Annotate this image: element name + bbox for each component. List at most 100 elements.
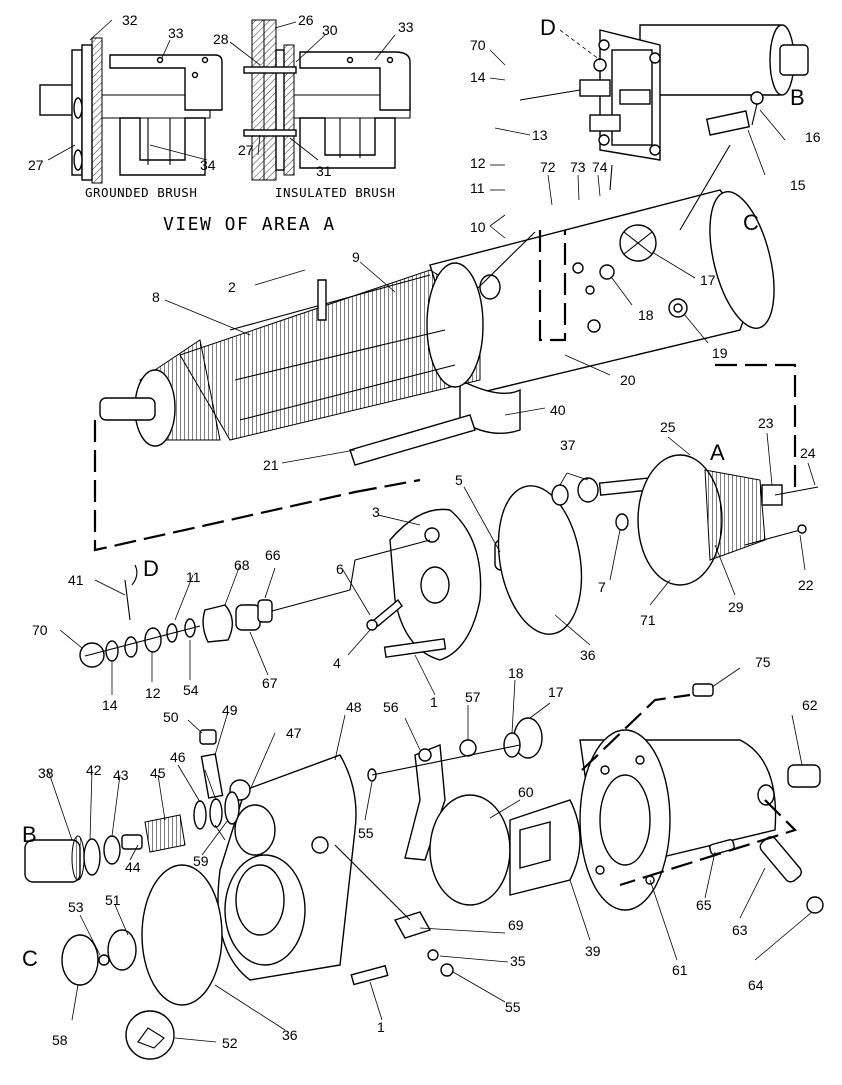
callout-64: 64 bbox=[748, 977, 764, 993]
callout-75: 75 bbox=[755, 654, 771, 670]
callout-45: 45 bbox=[150, 765, 166, 781]
callout-39: 39 bbox=[585, 943, 601, 959]
callout-31: 31 bbox=[316, 163, 332, 179]
grounded-brush-caption: GROUNDED BRUSH bbox=[85, 185, 197, 200]
callout-70-top: 70 bbox=[470, 37, 486, 53]
callout-67: 67 bbox=[262, 675, 278, 691]
callout-36-top: 36 bbox=[580, 647, 596, 663]
callout-71: 71 bbox=[640, 612, 656, 628]
callout-47: 47 bbox=[286, 725, 302, 741]
area-letter-d-top: D bbox=[540, 15, 556, 40]
callout-66: 66 bbox=[265, 547, 281, 563]
callout-29: 29 bbox=[728, 599, 744, 615]
callout-20: 20 bbox=[620, 372, 636, 388]
callout-35: 35 bbox=[510, 953, 526, 969]
area-letter-b-top: B bbox=[790, 85, 805, 110]
callout-numbers: 32 33 27 34 26 28 30 33 27 31 70 14 13 1… bbox=[28, 12, 821, 1051]
callout-53: 53 bbox=[68, 899, 84, 915]
callout-14: 14 bbox=[102, 697, 118, 713]
callout-65: 65 bbox=[696, 897, 712, 913]
callout-48: 48 bbox=[346, 699, 362, 715]
callout-60: 60 bbox=[518, 784, 534, 800]
insulated-brush-caption: INSULATED BRUSH bbox=[275, 185, 395, 200]
callout-56: 56 bbox=[383, 699, 399, 715]
area-letter-a: A bbox=[710, 440, 725, 465]
callout-25: 25 bbox=[660, 419, 676, 435]
callout-1: 1 bbox=[377, 1019, 385, 1035]
callout-44: 44 bbox=[125, 859, 141, 875]
insulated-brush-view bbox=[243, 19, 411, 181]
callout-5: 5 bbox=[455, 472, 463, 488]
callout-62: 62 bbox=[802, 697, 818, 713]
callout-24: 24 bbox=[800, 445, 816, 461]
callout-61: 61 bbox=[672, 962, 688, 978]
callout-16: 16 bbox=[805, 129, 821, 145]
callout-55: 55 bbox=[505, 999, 521, 1015]
callout-27: 27 bbox=[28, 157, 44, 173]
area-letter-b-left: B bbox=[22, 822, 37, 847]
callout-54: 54 bbox=[183, 682, 199, 698]
armature-assembly bbox=[99, 262, 484, 447]
view-title: VIEW OF AREA A bbox=[163, 214, 336, 235]
callout-1-top: 1 bbox=[430, 694, 438, 710]
callout-46: 46 bbox=[170, 749, 186, 765]
callout-21: 21 bbox=[263, 457, 279, 473]
callout-51: 51 bbox=[105, 892, 121, 908]
field-frame-housing bbox=[429, 189, 775, 435]
clutch-assembly bbox=[24, 791, 240, 883]
callout-37: 37 bbox=[560, 437, 576, 453]
callout-40: 40 bbox=[550, 402, 566, 418]
callout-6: 6 bbox=[336, 561, 344, 577]
callout-13: 13 bbox=[532, 127, 548, 143]
callout-68: 68 bbox=[234, 557, 250, 573]
callout-63: 63 bbox=[732, 922, 748, 938]
lever-and-shaft bbox=[334, 717, 581, 986]
callout-50: 50 bbox=[163, 709, 179, 725]
callout-70: 70 bbox=[32, 622, 48, 638]
callout-9: 9 bbox=[352, 249, 360, 265]
solenoid-assembly bbox=[519, 24, 809, 161]
callout-27b: 27 bbox=[238, 142, 254, 158]
drive-end-parts bbox=[61, 864, 223, 1060]
callout-7: 7 bbox=[598, 579, 606, 595]
end-plate-row bbox=[389, 454, 819, 661]
area-letter-d-left: D bbox=[143, 556, 159, 581]
callout-18-top: 18 bbox=[638, 307, 654, 323]
callout-59: 59 bbox=[193, 853, 209, 869]
terminal-stack bbox=[79, 539, 447, 668]
callout-12: 12 bbox=[145, 685, 161, 701]
callout-11-top: 11 bbox=[470, 180, 485, 196]
callout-38: 38 bbox=[38, 765, 54, 781]
callout-69: 69 bbox=[508, 917, 524, 933]
callout-18: 18 bbox=[508, 665, 524, 681]
callout-43: 43 bbox=[113, 767, 129, 783]
callout-17: 17 bbox=[548, 684, 564, 700]
callout-22: 22 bbox=[798, 577, 814, 593]
callout-23: 23 bbox=[758, 415, 774, 431]
callout-33b: 33 bbox=[398, 19, 414, 35]
callout-74: 74 bbox=[592, 159, 608, 175]
drive-housing bbox=[199, 729, 357, 981]
callout-3: 3 bbox=[372, 504, 380, 520]
callout-55-top: 55 bbox=[358, 825, 374, 841]
area-letter-c-left: C bbox=[22, 946, 38, 971]
callout-58: 58 bbox=[52, 1032, 68, 1048]
callout-57: 57 bbox=[465, 689, 481, 705]
brush-rod bbox=[349, 414, 476, 466]
callout-4: 4 bbox=[333, 655, 341, 671]
connector-lines bbox=[93, 144, 798, 887]
callout-34: 34 bbox=[200, 157, 216, 173]
callout-10: 10 bbox=[470, 219, 486, 235]
callout-11: 11 bbox=[186, 569, 201, 585]
callout-33: 33 bbox=[168, 25, 184, 41]
callout-32: 32 bbox=[122, 12, 138, 28]
callout-36: 36 bbox=[282, 1027, 298, 1043]
callout-49: 49 bbox=[222, 702, 238, 718]
area-letter-c-top: C bbox=[743, 210, 759, 235]
callout-17-top: 17 bbox=[700, 272, 716, 288]
callout-12-top: 12 bbox=[470, 155, 486, 171]
callout-42: 42 bbox=[86, 762, 102, 778]
callout-26: 26 bbox=[298, 12, 314, 28]
